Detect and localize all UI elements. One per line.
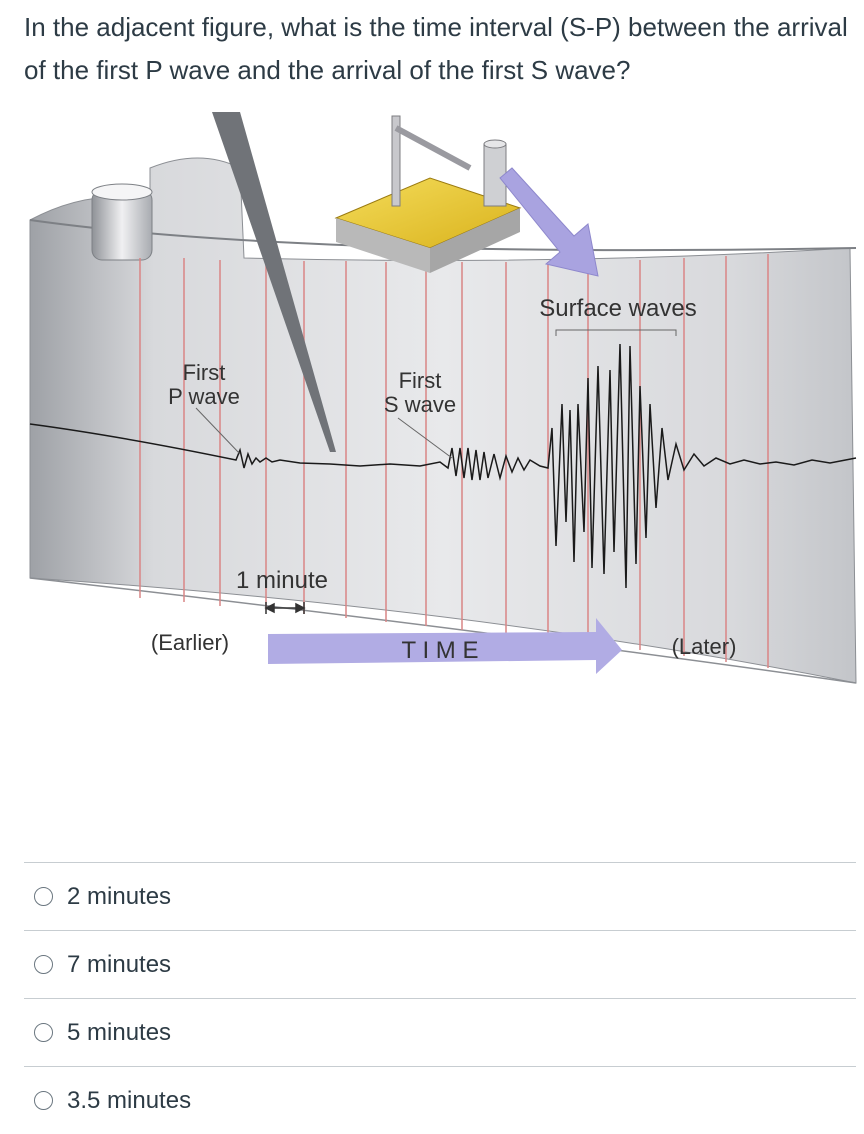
first-s-wave-label-line1: First [399,368,442,393]
answer-choices: 2 minutes 7 minutes 5 minutes 3.5 minute… [24,862,856,1134]
seismogram-trace [29,343,857,589]
recording-drum [29,157,857,684]
instrument-arrow [499,167,599,277]
seismograph-instrument [334,115,522,273]
time-gridlines [139,254,769,668]
seismogram-illustration: Surface waves First P wave First S wave … [29,112,857,684]
answer-option[interactable]: 7 minutes [24,930,856,998]
radio-button-icon[interactable] [34,955,53,974]
one-minute-label: 1 minute [236,567,328,594]
answer-option-label: 2 minutes [67,882,172,910]
radio-button-icon[interactable] [34,1023,53,1042]
question-text: In the adjacent figure, what is the time… [24,12,848,85]
earlier-label: (Earlier) [151,630,229,655]
seismogram-figure: Surface waves First P wave First S wave … [0,108,864,688]
answer-option-label: 3.5 minutes [67,1086,192,1114]
first-p-wave-label-line1: First [183,360,226,385]
pen-stylus [212,112,336,452]
first-p-wave-label-line2: P wave [168,384,240,409]
answer-option-label: 7 minutes [67,950,172,978]
radio-button-icon[interactable] [34,1091,53,1110]
time-arrow [268,618,622,674]
radio-button-icon[interactable] [34,887,53,906]
one-minute-bracket [264,602,306,614]
first-s-wave-label-line2: S wave [384,392,456,417]
later-label: (Later) [672,634,737,659]
answer-option[interactable]: 3.5 minutes [24,1066,856,1134]
time-label: T I M E [402,637,479,664]
answer-option-label: 5 minutes [67,1018,172,1046]
answer-option[interactable]: 2 minutes [24,862,856,930]
answer-option[interactable]: 5 minutes [24,998,856,1066]
surface-waves-label: Surface waves [539,295,696,322]
annotation-leaders [195,329,677,459]
